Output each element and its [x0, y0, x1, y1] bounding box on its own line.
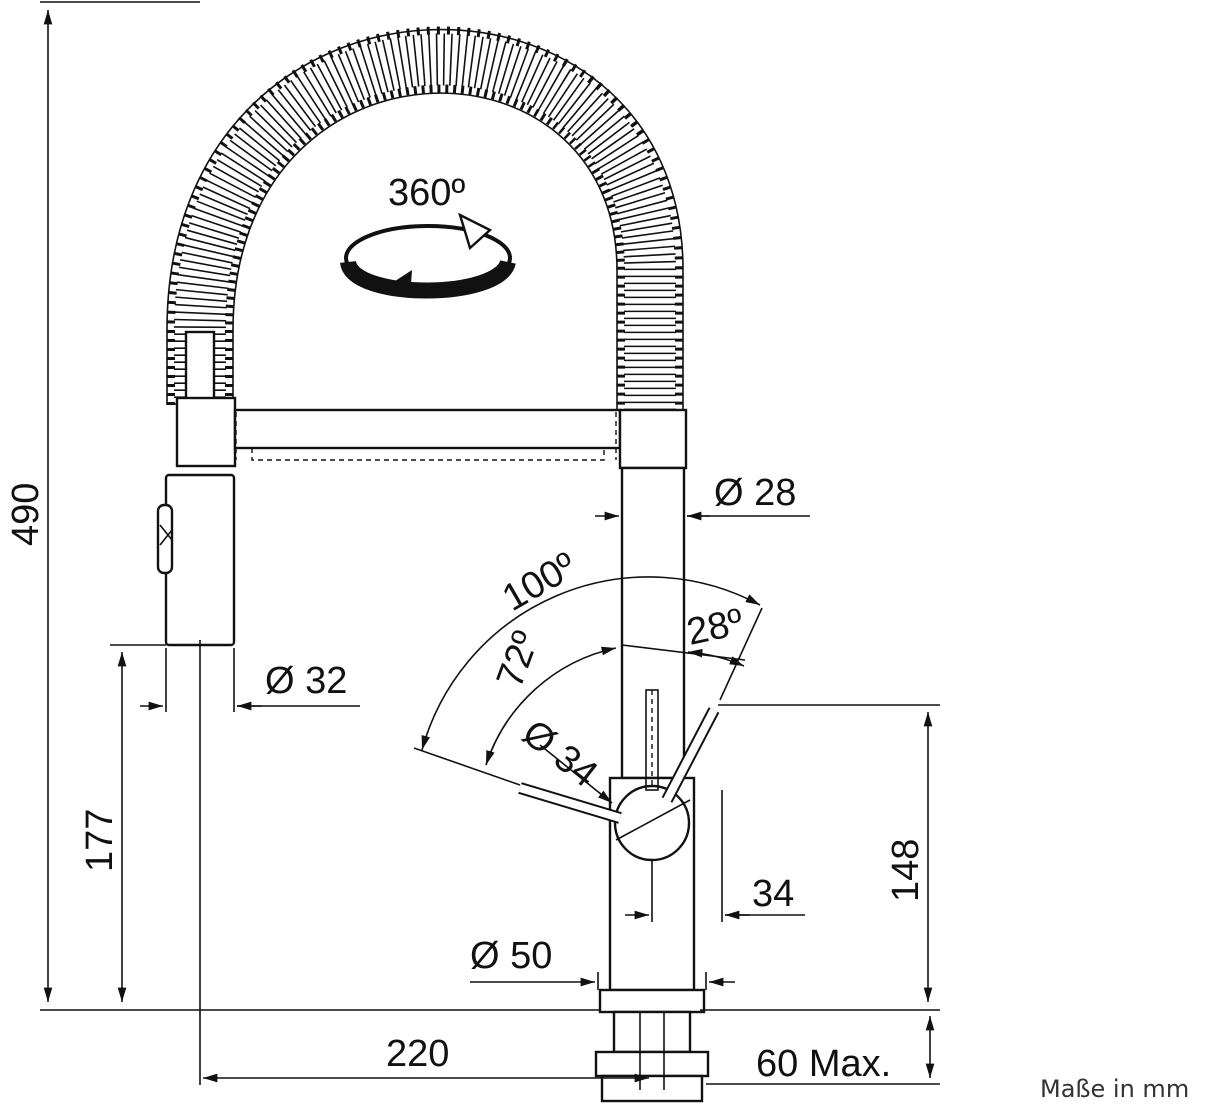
dim-arc-72 [485, 644, 746, 766]
dim-line-148 [700, 704, 940, 1011]
dim-line-60max [706, 1016, 940, 1085]
dim-line-d50 [470, 972, 735, 990]
height-spout-label: 177 [79, 809, 121, 872]
angle-front-label: 28º [683, 601, 747, 654]
dim-line-490 [40, 1, 600, 1011]
dim-line-177 [110, 644, 166, 1002]
faucet-body [156, 330, 720, 1103]
height-lever-label: 148 [885, 839, 927, 902]
dim-line-d32 [140, 648, 360, 712]
deck-thickness-label: 60 Max. [756, 1043, 891, 1085]
reach-label: 220 [386, 1033, 449, 1075]
angle-total-label: 100º [496, 545, 584, 620]
lever-offset-label: 34 [752, 873, 794, 915]
dim-line-34 [625, 790, 805, 922]
rotation-arrow-icon [340, 212, 516, 299]
angle-back-label: 72º [489, 626, 548, 693]
base-diameter-label: Ø 50 [470, 935, 552, 977]
dim-line-d34 [539, 744, 613, 804]
lever-diameter-label: Ø 34 [514, 712, 605, 796]
rotation-label: 360º [388, 172, 465, 214]
height-total-label: 490 [5, 483, 47, 546]
units-note: Maße in mm [1040, 1075, 1189, 1103]
spring-hose [166, 26, 684, 410]
spray-diameter-label: Ø 32 [265, 660, 347, 702]
hose-diameter-label: Ø 28 [714, 472, 796, 514]
